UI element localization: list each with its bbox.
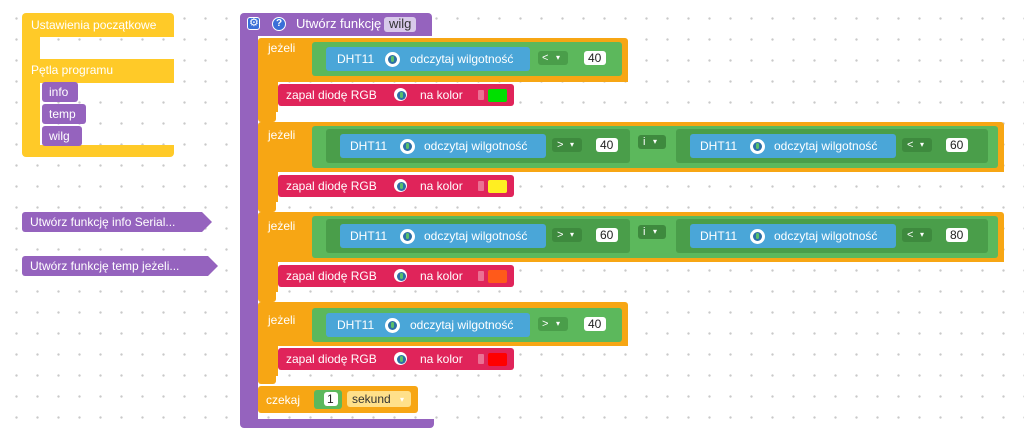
operator-2b: < [907, 139, 914, 151]
function-name: wilg [389, 16, 412, 31]
call-wilg-block[interactable] [42, 126, 82, 146]
loop-block[interactable] [22, 59, 174, 83]
function-info-collapsed[interactable] [22, 212, 202, 232]
operator-dropdown-4[interactable] [538, 317, 568, 331]
value-field-3b[interactable] [946, 228, 968, 242]
sensor-name-2b: DHT11 [700, 139, 738, 153]
operator-3b: < [907, 229, 914, 241]
color-swatch-1[interactable] [488, 89, 507, 102]
read-label-3b: odczytaj wilgotność [774, 229, 878, 243]
color-label-2: na kolor [420, 179, 463, 193]
call-temp-label: temp [49, 107, 76, 121]
color-swatch-4[interactable] [488, 353, 507, 366]
read-label-1: odczytaj wilgotność [410, 52, 514, 66]
sensor-block-2a[interactable] [340, 134, 546, 158]
globe-icon [385, 318, 400, 333]
wait-unit: sekund [352, 392, 391, 406]
call-info-block[interactable] [42, 82, 78, 102]
operator-dropdown-2b[interactable] [902, 138, 932, 152]
sensor-name-3b: DHT11 [700, 229, 738, 243]
sensor-name-4: DHT11 [337, 318, 375, 332]
led-label-1: zapal diodę RGB [286, 88, 377, 102]
value-3a: 60 [600, 228, 614, 242]
if-label-2: jeżeli [268, 128, 296, 142]
sensor-block-3a[interactable] [340, 224, 546, 248]
sensor-block-3b[interactable] [690, 224, 896, 248]
value-2a: 40 [600, 138, 614, 152]
sensor-block-2b[interactable] [690, 134, 896, 158]
function-title: Utwórz funkcję [296, 16, 382, 31]
value-3b: 80 [950, 228, 964, 242]
sensor-name-2a: DHT11 [350, 139, 388, 153]
operator-3a: > [557, 229, 564, 241]
led-label-3: zapal diodę RGB [286, 269, 377, 283]
operator-dropdown-2a[interactable] [552, 138, 582, 152]
color-label-1: na kolor [420, 88, 463, 102]
led-icon [394, 88, 407, 101]
function-temp-label: Utwórz funkcję temp jeżeli... [30, 259, 180, 273]
function-temp-collapsed[interactable] [22, 256, 208, 276]
color-label-3: na kolor [420, 269, 463, 283]
setup-block[interactable] [22, 13, 174, 37]
color-swatch-2[interactable] [488, 180, 507, 193]
globe-icon [400, 229, 415, 244]
globe-icon [385, 52, 400, 67]
gear-icon[interactable] [247, 17, 260, 30]
sensor-name-1: DHT11 [337, 52, 375, 66]
operator-1: < [542, 52, 549, 64]
led-icon [394, 352, 407, 365]
read-label-4: odczytaj wilgotność [410, 318, 514, 332]
operator-dropdown-1[interactable] [538, 51, 568, 65]
wait-value-field[interactable] [324, 392, 338, 406]
and-dropdown-3[interactable] [638, 225, 666, 239]
and-label-2: i [643, 136, 646, 148]
globe-icon [750, 139, 765, 154]
color-swatch-3[interactable] [488, 270, 507, 283]
led-label-2: zapal diodę RGB [286, 179, 377, 193]
operator-2a: > [557, 139, 564, 151]
call-wilg-label: wilg [49, 129, 70, 143]
led-icon [394, 269, 407, 282]
operator-dropdown-3b[interactable] [902, 228, 932, 242]
if-label-1: jeżeli [268, 41, 296, 55]
setup-label: Ustawienia początkowe [31, 18, 157, 32]
value-field-2b[interactable] [946, 138, 968, 152]
wait-value: 1 [327, 392, 334, 406]
if-label-4: jeżeli [268, 313, 296, 327]
if-label-3: jeżeli [268, 219, 296, 233]
wait-unit-dropdown[interactable] [347, 391, 411, 407]
chevron-down-icon: ▾ [400, 395, 405, 404]
operator-dropdown-3a[interactable] [552, 228, 582, 242]
loop-label: Pętla programu [31, 63, 114, 77]
globe-icon [400, 139, 415, 154]
value-field-3a[interactable] [596, 228, 618, 242]
sensor-block-4[interactable] [326, 313, 530, 337]
function-name-field[interactable] [384, 17, 416, 32]
value-2b: 60 [950, 138, 964, 152]
read-label-2a: odczytaj wilgotność [424, 139, 528, 153]
sensor-block-1[interactable] [326, 47, 530, 71]
value-1: 40 [588, 51, 602, 65]
value-field-4[interactable] [584, 317, 606, 331]
call-temp-block[interactable] [42, 104, 86, 124]
and-dropdown-2[interactable] [638, 135, 666, 149]
read-label-3a: odczytaj wilgotność [424, 229, 528, 243]
led-label-4: zapal diodę RGB [286, 352, 377, 366]
function-info-label: Utwórz funkcję info Serial... [30, 215, 176, 229]
call-info-label: info [49, 85, 69, 99]
and-label-3: i [643, 226, 646, 238]
wait-label: czekaj [266, 393, 301, 407]
color-label-4: na kolor [420, 352, 463, 366]
value-field-2a[interactable] [596, 138, 618, 152]
value-field-1[interactable] [584, 51, 606, 65]
operator-4: > [542, 318, 549, 330]
read-label-2b: odczytaj wilgotność [774, 139, 878, 153]
globe-icon [750, 229, 765, 244]
help-icon[interactable] [272, 17, 286, 31]
value-4: 40 [588, 317, 602, 331]
sensor-name-3a: DHT11 [350, 229, 388, 243]
led-icon [394, 179, 407, 192]
